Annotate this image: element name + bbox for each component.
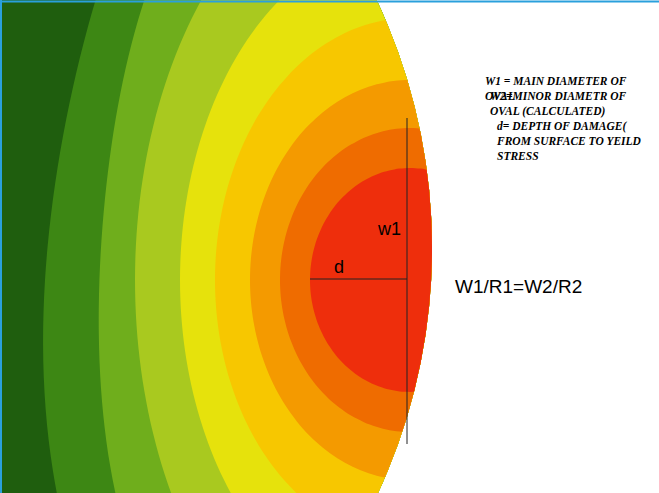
contour-band: [135, 0, 659, 493]
frame-line: [0, 0, 2, 493]
depth-dimension-line: [310, 279, 407, 280]
equation-label: W1/R1=W2/R2: [455, 277, 582, 296]
contour-band: [215, 18, 605, 493]
width-dimension-line: [407, 118, 408, 444]
dimension-label: w1: [378, 220, 401, 238]
contour-band: [99, 0, 659, 493]
dimension-label: d: [334, 258, 344, 276]
contour-band: [180, 0, 640, 493]
contour-band: [43, 0, 659, 493]
frame-line: [0, 1, 659, 3]
definition-note: W2=MINOR DIAMETR OF OVAL (CALCULATED): [490, 89, 655, 119]
definition-note: d= DEPTH OF DAMAGE( FROM SURFACE TO YEIL…: [497, 119, 655, 164]
